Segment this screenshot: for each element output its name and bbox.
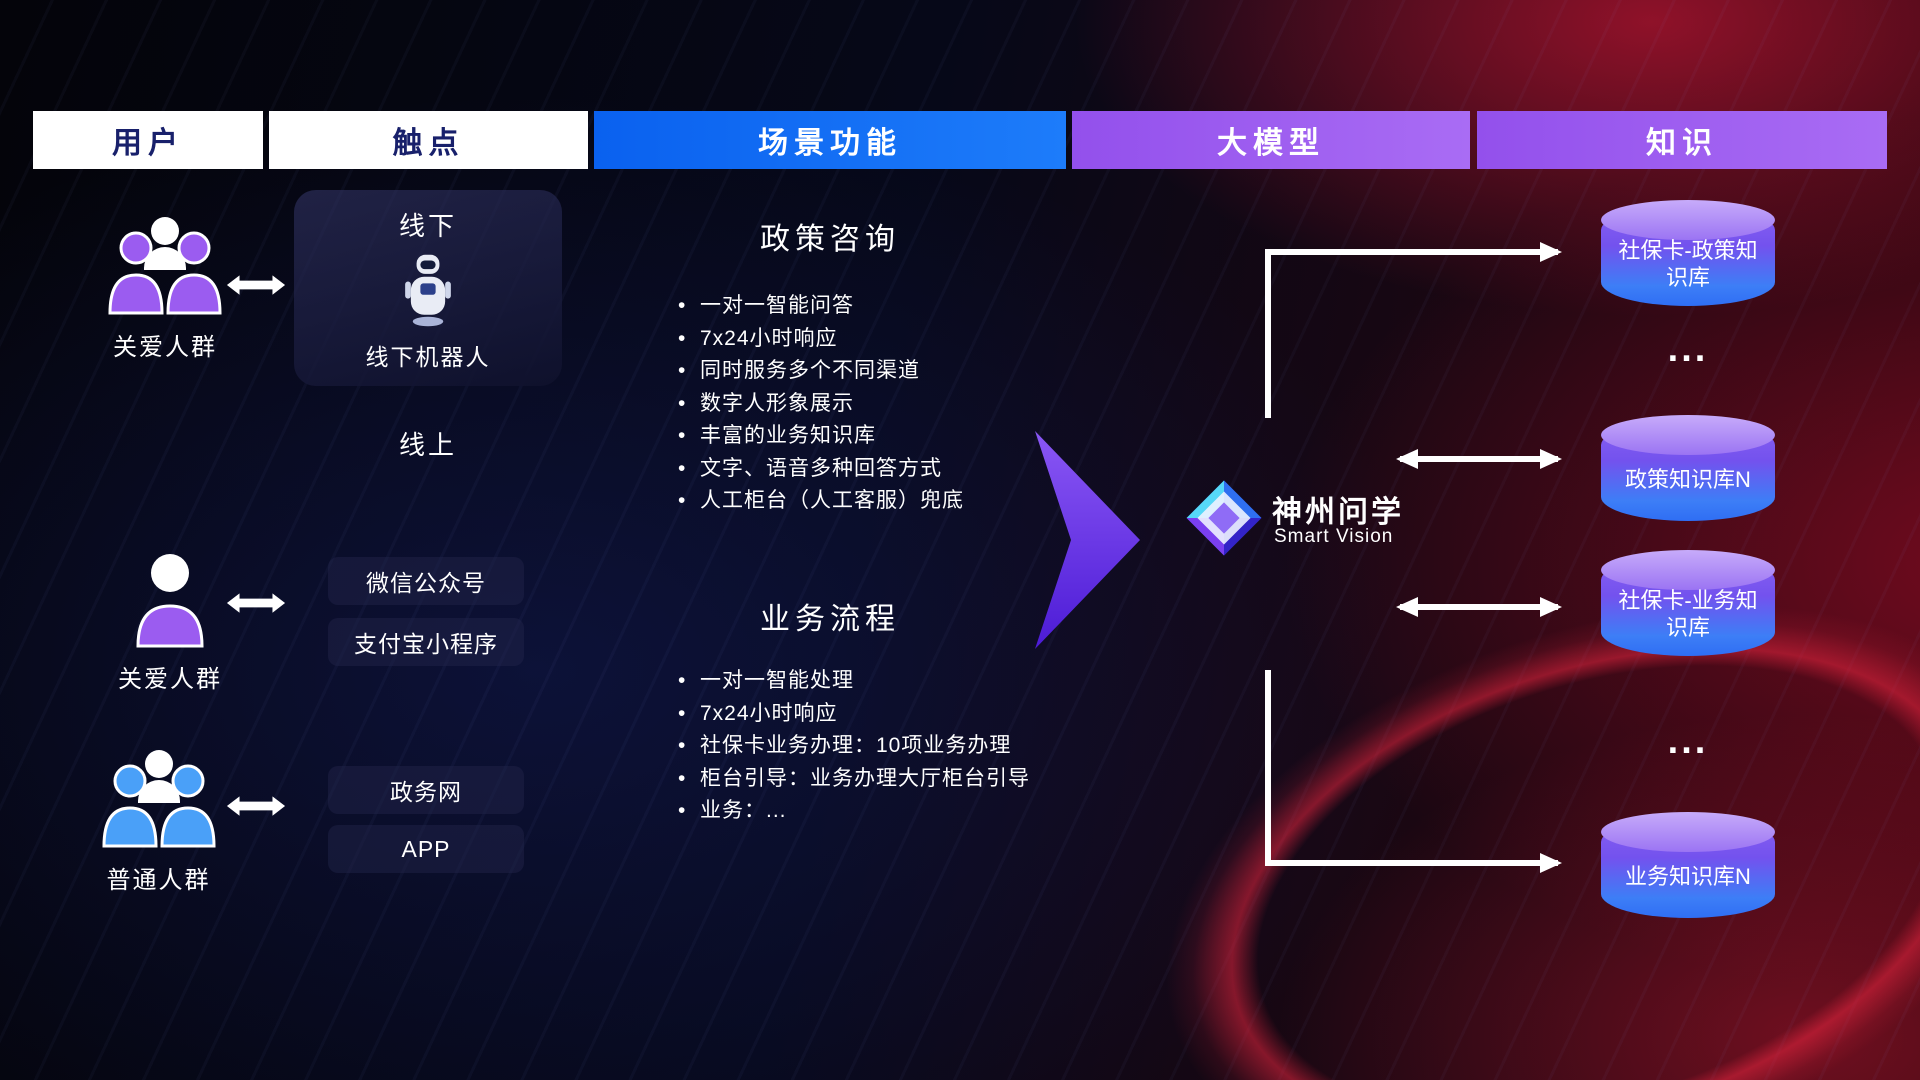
ellipsis-dots: ... [1667,720,1709,762]
database-cylinder-cap [1601,415,1775,455]
scenario-business-list: 一对一智能处理 7x24小时响应 社保卡业务办理：10项业务办理 柜台引导：业务… [676,665,1030,828]
column-header-touchpoints: 触点 [269,111,588,169]
knowledge-db-policy-sscard: 社保卡-政策知识库 [1601,200,1775,306]
list-item: 同时服务多个不同渠道 [676,355,964,388]
model-name: 神州问学 [1272,496,1404,529]
person-icon [136,554,204,648]
scenario-title-policy: 政策咨询 [760,223,900,256]
offline-touchpoint-card: 线下 线下机器人 [294,190,562,386]
column-header-users: 用户 [33,111,263,169]
list-item: 7x24小时响应 [676,323,964,356]
model-subtitle: Smart Vision [1274,526,1394,547]
database-cylinder-cap [1601,812,1775,852]
database-label: 社保卡-业务知识库 [1618,588,1758,640]
user-label: 关爱人群 [113,334,217,361]
list-item: 一对一智能处理 [676,665,1030,698]
channel-alipay: 支付宝小程序 [328,618,524,666]
scenario-policy-list: 一对一智能问答 7x24小时响应 同时服务多个不同渠道 数字人形象展示 丰富的业… [676,290,964,518]
user-person-care-2: 关爱人群 [115,548,225,694]
list-item: 数字人形象展示 [676,388,964,421]
column-header-knowledge: 知识 [1477,111,1887,169]
database-label: 业务知识库N [1625,863,1751,889]
database-label: 政策知识库N [1625,466,1751,492]
database-label: 社保卡-政策知识库 [1618,238,1758,290]
flow-arrow-icon [1035,431,1140,649]
group-users-icon [108,217,222,315]
list-item: 业务：... [676,795,1030,828]
list-item: 人工柜台（人工客服）兜底 [676,485,964,518]
user-group-ordinary: 普通人群 [76,745,241,895]
list-item: 文字、语音多种回答方式 [676,453,964,486]
list-item: 一对一智能问答 [676,290,964,323]
user-label: 关爱人群 [118,666,222,693]
left-right-arrow-icon [226,796,286,816]
channel-app: APP [328,825,524,873]
database-cylinder-cap [1601,200,1775,240]
online-title: 线上 [398,430,457,460]
knowledge-db-policy-n: 政策知识库N [1601,415,1775,521]
group-users-icon [101,750,216,848]
database-cylinder-cap [1601,550,1775,590]
knowledge-db-business-sscard: 社保卡-业务知识库 [1601,550,1775,656]
column-header-model: 大模型 [1072,111,1470,169]
offline-title: 线下 [398,211,457,241]
list-item: 7x24小时响应 [676,698,1030,731]
column-header-scenarios: 场景功能 [594,111,1066,169]
knowledge-db-business-n: 业务知识库N [1601,812,1775,918]
scenario-title-business: 业务流程 [760,603,900,636]
left-right-arrow-icon [226,275,286,295]
channel-gov-web: 政务网 [328,766,524,814]
offline-robot-label: 线下机器人 [365,344,491,370]
list-item: 柜台引导：业务办理大厅柜台引导 [676,763,1030,796]
user-label: 普通人群 [106,867,211,894]
channel-wechat: 微信公众号 [328,557,524,605]
user-group-care-1: 关爱人群 [85,212,245,362]
list-item: 社保卡业务办理：10项业务办理 [676,730,1030,763]
robot-icon [405,254,451,326]
list-item: 丰富的业务知识库 [676,420,964,453]
ellipsis-dots: ... [1667,328,1709,370]
model-logo-icon [1186,480,1262,556]
left-right-arrow-icon [226,593,286,613]
